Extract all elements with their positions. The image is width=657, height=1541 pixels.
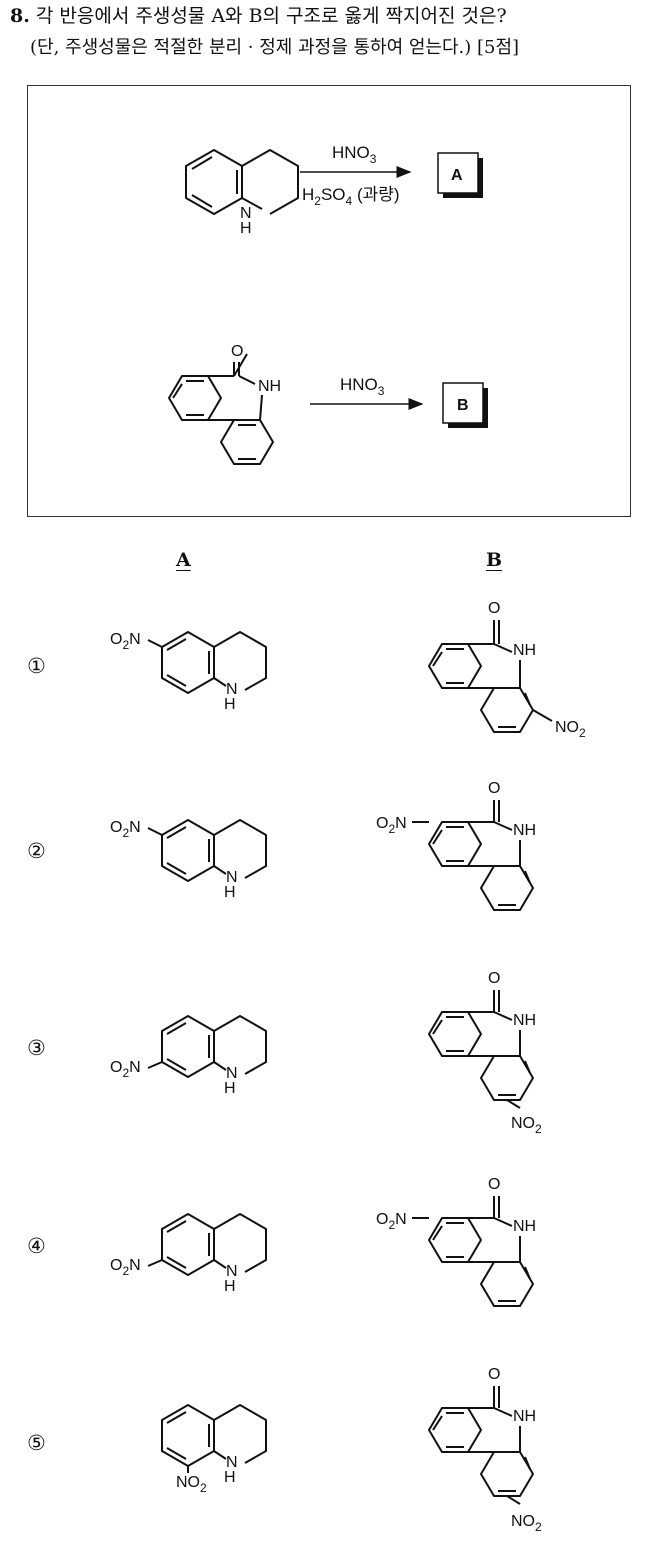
svg-text:O2N: O2N [376,815,407,836]
svg-text:O2N: O2N [110,631,141,652]
column-header-a: A [176,549,191,571]
svg-text:N: N [226,1065,238,1082]
choice-4-structure-a: O2N N H [110,1213,267,1295]
reactant-tetrahydroquinoline: N H [185,149,299,237]
svg-text:H: H [224,884,236,901]
choice-4-number[interactable]: ④ [27,1234,46,1258]
svg-text:NH: NH [513,1408,536,1425]
svg-text:A: A [451,167,463,184]
svg-text:N: N [226,1263,238,1280]
choice-5-structure-b: O NH NO2 [428,1366,542,1534]
svg-text:NH: NH [258,378,281,395]
reactant-phenanthridinone: O NH [168,343,281,465]
svg-text:NH: NH [513,642,536,659]
choice-3-number[interactable]: ③ [27,1036,46,1060]
svg-text:NO2: NO2 [176,1474,207,1495]
svg-text:O: O [488,970,500,987]
question-title: 8. 각 반응에서 주생성물 A와 B의 구조로 옳게 짝지어진 것은? [10,2,655,30]
svg-text:B: B [457,397,469,414]
svg-text:H: H [224,696,236,713]
product-box-b: B [442,382,488,428]
question-text: 각 반응에서 주생성물 A와 B의 구조로 옳게 짝지어진 것은? [35,5,507,27]
choice-5-structure-a: N H NO2 [161,1404,267,1495]
svg-text:O: O [488,780,500,797]
choice-3-structure-a: O2N N H [110,1015,267,1097]
choice-1-structure-a: O2N N H [110,631,267,713]
reaction-box [27,85,631,517]
r2-reagent-top: HNO3 [340,375,385,398]
svg-text:N: N [226,681,238,698]
svg-text:O2N: O2N [110,1257,141,1278]
question-note: (단, 주생성물은 적절한 분리 · 정제 과정을 통하여 얻는다.) [5점] [30,37,520,58]
svg-text:NO2: NO2 [555,719,586,740]
svg-text:O2N: O2N [110,1059,141,1080]
choice-2-structure-a: O2N N H [110,819,267,901]
question-number: 8. [10,5,30,27]
svg-text:O: O [488,600,500,617]
r1-reagent-top: HNO3 [332,143,377,166]
r1-h-label: H [240,220,252,237]
svg-text:H: H [224,1469,236,1486]
svg-text:H: H [224,1278,236,1295]
svg-text:O2N: O2N [110,819,141,840]
choice-5-number[interactable]: ⑤ [27,1431,46,1455]
choice-2-number[interactable]: ② [27,839,46,863]
product-box-a: A [437,152,483,198]
choice-4-structure-b: O NH O2N [376,1176,536,1307]
svg-text:NH: NH [513,822,536,839]
choice-1-number[interactable]: ① [27,654,46,678]
svg-text:N: N [226,869,238,886]
r1-n-label: N [240,205,252,222]
choice-2-structure-b: O NH O2N [376,780,536,911]
svg-text:O: O [231,343,243,360]
svg-text:NO2: NO2 [511,1513,542,1534]
choice-1-structure-b: O NH NO2 [428,600,586,740]
svg-text:NH: NH [513,1218,536,1235]
column-header-b: B [486,549,503,571]
svg-text:O: O [488,1366,500,1383]
svg-text:NH: NH [513,1012,536,1029]
r1-reagent-bottom: H2SO4 (과량) [302,185,400,208]
svg-text:O2N: O2N [376,1211,407,1232]
svg-text:N: N [226,1454,238,1471]
choice-3-structure-b: O NH NO2 [428,970,542,1136]
svg-text:NO2: NO2 [511,1115,542,1136]
svg-text:O: O [488,1176,500,1193]
svg-text:H: H [224,1080,236,1097]
